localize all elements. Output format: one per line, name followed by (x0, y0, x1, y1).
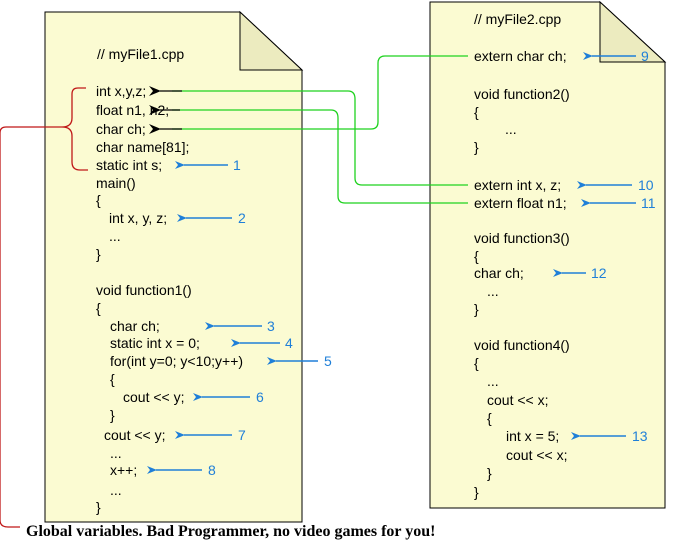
link-extern-float-n1 (172, 109, 468, 204)
global-arrows (149, 86, 182, 134)
code-line: cout << x; (487, 392, 548, 408)
code-line: ... (110, 445, 122, 461)
code-line: int x = 5; (506, 428, 559, 444)
code-line: ... (505, 121, 517, 137)
code-line: extern char ch; (474, 48, 567, 64)
code-line: static int x = 0; (110, 335, 200, 351)
marker-number-7: 7 (238, 427, 246, 443)
code-line: { (96, 300, 101, 316)
code-line: int x, y, z; (109, 210, 167, 226)
marker-number-13: 13 (632, 428, 648, 444)
code-line: extern float n1; (474, 195, 567, 211)
marker-number-2: 2 (238, 210, 246, 226)
code-line: void function3() (474, 230, 570, 246)
code-line: { (487, 410, 492, 426)
code-line: for(int y=0; y<10;y++) (110, 353, 243, 369)
code-line: ... (109, 228, 121, 244)
code-line: { (474, 248, 479, 264)
code-line: void function2() (474, 86, 570, 102)
code-line: char name[81]; (96, 139, 189, 155)
code-line: void function4() (474, 337, 570, 353)
code-line: } (474, 484, 479, 500)
caption: Global variables. Bad Programmer, no vid… (26, 523, 435, 540)
code-line: { (96, 192, 101, 208)
file2-page (429, 0, 667, 509)
code-line: x++; (110, 462, 137, 478)
code-line: { (474, 104, 479, 120)
code-line: void function1() (96, 282, 192, 298)
code-line: int x,y,z; (96, 83, 146, 99)
code-line: ... (487, 283, 499, 299)
code-line: main() (96, 175, 136, 191)
code-line: } (96, 499, 101, 515)
code-line: ... (487, 373, 499, 389)
code-line: char ch; (96, 121, 146, 137)
marker-number-1: 1 (233, 157, 241, 173)
code-line: char ch; (474, 265, 524, 281)
marker-number-4: 4 (285, 335, 293, 351)
numbered-arrows (147, 52, 636, 474)
code-line: cout << y; (104, 427, 165, 443)
file1-page (44, 10, 304, 523)
file2-code: extern char ch; void function2() { ... }… (474, 48, 570, 500)
code-line: { (110, 371, 115, 387)
code-line: } (96, 246, 101, 262)
file1-code: int x,y,z; float n1, n2; char ch; char n… (96, 83, 243, 515)
code-line: static int s; (96, 157, 162, 173)
code-line: ... (110, 482, 122, 498)
code-line: } (474, 139, 479, 155)
code-line: extern int x, z; (474, 177, 561, 193)
code-line: } (110, 407, 115, 423)
code-line: { (474, 355, 479, 371)
extern-links (172, 55, 468, 204)
link-extern-int-xz (172, 90, 468, 186)
marker-number-9: 9 (641, 48, 649, 64)
marker-number-3: 3 (267, 318, 275, 334)
code-line: } (487, 465, 492, 481)
code-line: float n1, n2; (96, 102, 169, 118)
global-variables-brace (0, 87, 88, 528)
code-line: cout << x; (506, 447, 567, 463)
marker-number-12: 12 (591, 265, 607, 281)
marker-number-5: 5 (324, 353, 332, 369)
marker-number-11: 11 (641, 195, 656, 211)
code-line: } (474, 301, 479, 317)
marker-number-10: 10 (638, 177, 654, 193)
file1-title: // myFile1.cpp (97, 46, 184, 62)
marker-number-8: 8 (208, 462, 216, 478)
code-line: char ch; (110, 318, 160, 334)
link-extern-char-ch (172, 55, 468, 130)
marker-number-6: 6 (256, 389, 264, 405)
code-line: cout << y; (123, 389, 184, 405)
marker-numbers: 1 2 3 4 5 6 7 8 9 10 11 12 13 (208, 48, 656, 478)
file2-title: // myFile2.cpp (474, 11, 561, 27)
